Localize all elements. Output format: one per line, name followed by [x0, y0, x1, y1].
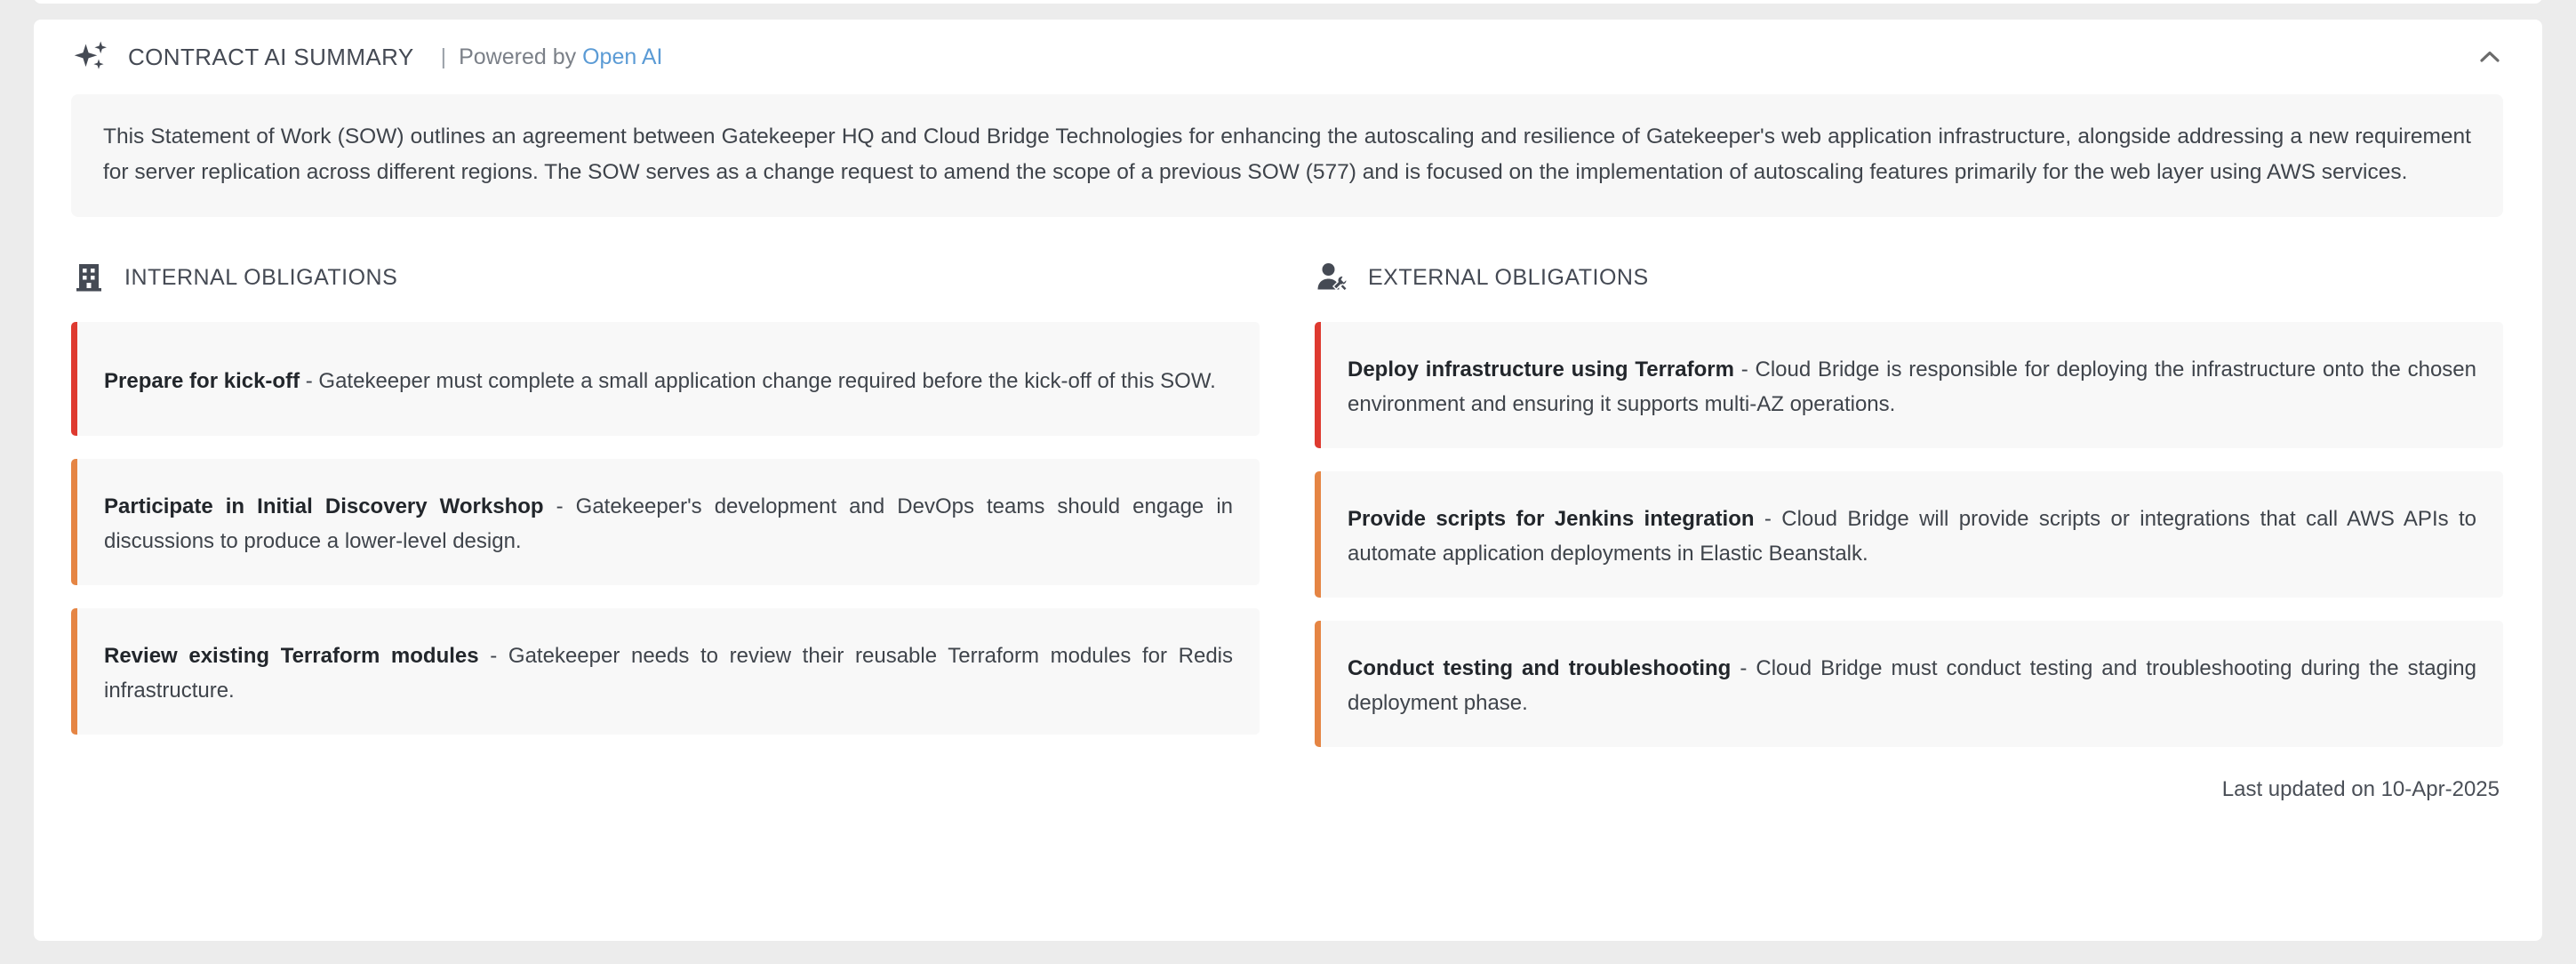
list-item[interactable]: Review existing Terraform modules - Gate…	[71, 608, 1260, 735]
obligation-description: - Cloud Bridge must conduct testing and …	[1348, 656, 2476, 715]
page-title: CONTRACT AI SUMMARY	[128, 43, 414, 70]
obligation-term: Review existing Terraform modules	[104, 644, 479, 668]
summary-text: This Statement of Work (SOW) outlines an…	[103, 125, 2471, 184]
collapse-toggle-button[interactable]	[2469, 36, 2510, 77]
obligation-description: - Cloud Bridge is responsible for deploy…	[1348, 357, 2476, 416]
contract-ai-summary-card: CONTRACT AI SUMMARY | Powered by Open AI…	[34, 20, 2542, 941]
list-item[interactable]: Deploy infrastructure using Terraform - …	[1315, 322, 2503, 448]
chevron-up-icon	[2477, 44, 2502, 69]
obligation-text: Prepare for kick-off - Gatekeeper must c…	[104, 364, 1216, 398]
obligation-term: Deploy infrastructure using Terraform	[1348, 357, 1734, 382]
card-footer: Last updated on 10-Apr-2025	[34, 747, 2542, 802]
obligation-text: Deploy infrastructure using Terraform - …	[1348, 352, 2476, 422]
summary-box: This Statement of Work (SOW) outlines an…	[71, 94, 2503, 217]
summary-section: This Statement of Work (SOW) outlines an…	[34, 94, 2542, 217]
obligation-term: Conduct testing and troubleshooting	[1348, 656, 1732, 680]
list-item[interactable]: Conduct testing and troubleshooting - Cl…	[1315, 621, 2503, 747]
obligation-term: Participate in Initial Discovery Worksho…	[104, 494, 544, 518]
person-tools-icon	[1315, 260, 1350, 295]
obligation-text: Provide scripts for Jenkins integration …	[1348, 502, 2476, 571]
obligation-text: Conduct testing and troubleshooting - Cl…	[1348, 651, 2476, 720]
obligation-term: Prepare for kick-off	[104, 368, 300, 393]
obligation-text: Participate in Initial Discovery Worksho…	[104, 489, 1233, 558]
card-header: CONTRACT AI SUMMARY | Powered by Open AI	[34, 20, 2542, 94]
sparkle-icon	[71, 36, 112, 77]
list-item[interactable]: Participate in Initial Discovery Worksho…	[71, 459, 1260, 585]
external-obligations-column: EXTERNAL OBLIGATIONS Deploy infrastructu…	[1315, 258, 2503, 747]
internal-obligations-header: INTERNAL OBLIGATIONS	[71, 258, 1260, 297]
list-item[interactable]: Prepare for kick-off - Gatekeeper must c…	[71, 322, 1260, 436]
external-obligations-title: EXTERNAL OBLIGATIONS	[1368, 264, 1649, 290]
list-item[interactable]: Provide scripts for Jenkins integration …	[1315, 471, 2503, 598]
internal-obligations-title: INTERNAL OBLIGATIONS	[124, 264, 398, 290]
powered-by-label: Powered by	[459, 44, 577, 69]
last-updated-label: Last updated on 10-Apr-2025	[2221, 777, 2500, 801]
previous-card-sliver	[34, 0, 2542, 4]
obligations-columns: INTERNAL OBLIGATIONS Prepare for kick-of…	[34, 217, 2542, 747]
obligation-text: Review existing Terraform modules - Gate…	[104, 639, 1233, 708]
obligation-term: Provide scripts for Jenkins integration	[1348, 507, 1755, 531]
external-obligations-header: EXTERNAL OBLIGATIONS	[1315, 258, 2503, 297]
header-divider: |	[440, 44, 447, 69]
open-ai-link[interactable]: Open AI	[582, 44, 663, 69]
obligation-description: - Gatekeeper needs to review their reusa…	[104, 644, 1233, 703]
obligation-description: - Gatekeeper's development and DevOps te…	[104, 494, 1233, 553]
internal-obligations-column: INTERNAL OBLIGATIONS Prepare for kick-of…	[71, 258, 1260, 747]
obligation-description: - Cloud Bridge will provide scripts or i…	[1348, 507, 2476, 566]
obligation-description: - Gatekeeper must complete a small appli…	[300, 368, 1216, 393]
building-icon	[71, 260, 107, 295]
